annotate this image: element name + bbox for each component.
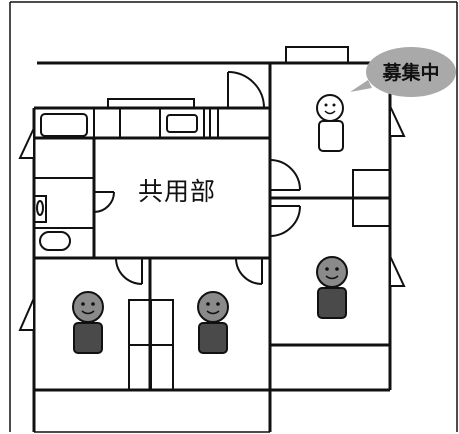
occupied-person-icon-right	[316, 256, 348, 319]
occupied-person-icon-left	[72, 291, 104, 354]
closet	[352, 169, 391, 227]
door-top	[227, 71, 265, 109]
door-lower-right	[235, 257, 263, 285]
door-right-lower	[269, 205, 301, 237]
occupied-person-icon-middle	[197, 291, 229, 354]
common-area-label: 共用部	[137, 177, 216, 206]
window-marks	[18, 105, 406, 331]
vacant-person-icon	[316, 94, 344, 152]
image-frame	[9, 1, 458, 432]
window-panel	[128, 299, 174, 391]
recruiting-label: 募集中	[382, 62, 440, 84]
utility-column	[33, 177, 94, 260]
common-area	[92, 138, 270, 260]
service-strip	[34, 98, 270, 140]
door-lower-left	[115, 257, 143, 285]
door-common	[93, 191, 115, 213]
speech-bubble	[350, 47, 456, 97]
rooftop-box	[285, 46, 349, 64]
door-right-upper	[269, 159, 301, 191]
